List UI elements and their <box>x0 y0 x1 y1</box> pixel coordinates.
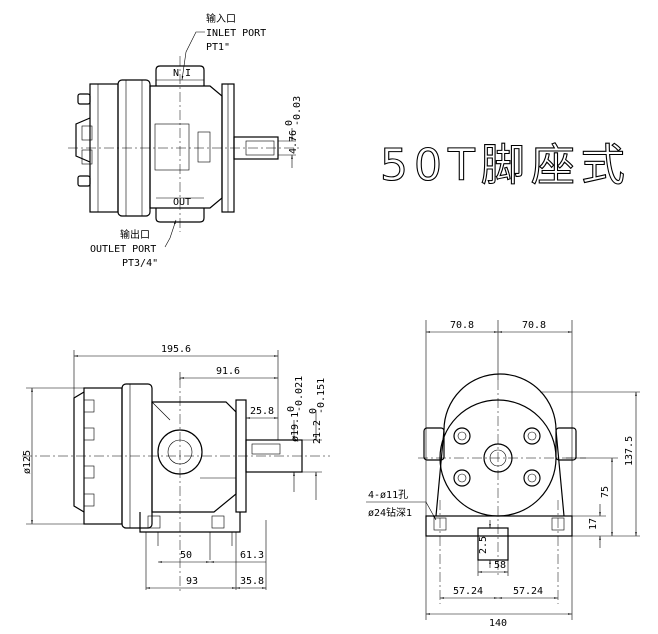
inlet-mark: N I <box>173 68 191 79</box>
dim-base-width: 140 <box>489 618 507 629</box>
dim-slot-width: 58 <box>494 560 506 571</box>
key-tol-up: 0 <box>284 120 295 126</box>
hole-note-1: 4-ø11孔 <box>368 489 408 501</box>
outlet-size: PT3/4" <box>122 258 158 269</box>
inlet-label-en: INLET PORT <box>206 28 266 39</box>
inlet-label-cn: 输入口 <box>206 12 236 25</box>
drawing-title: 50T脚座式 <box>380 140 631 191</box>
dim-shaft-length: 25.8 <box>250 406 274 417</box>
dim-half-right: 70.8 <box>522 320 546 331</box>
key-height-tol-dn: -0.151 <box>316 378 327 414</box>
dim-base-c: 93 <box>186 576 198 587</box>
dim-to-flange: 91.6 <box>216 366 240 377</box>
dim-overall-length: 195.6 <box>161 344 191 355</box>
inlet-size: PT1" <box>206 42 230 53</box>
shaft-tol-up: 0 <box>286 406 297 412</box>
dim-center-height: 137.5 <box>624 436 635 466</box>
dim-slot-a: 2.5 <box>478 536 489 554</box>
dim-key-height: 21.2 <box>312 420 323 444</box>
shaft-tol-dn: -0.021 <box>294 376 305 412</box>
dim-mount-height: 75 <box>600 486 611 498</box>
dim-body-dia: ø125 <box>22 450 33 474</box>
hole-note-2: ø24钻深1 <box>368 506 412 519</box>
key-height-tol-up: 0 <box>308 408 319 414</box>
dim-shaft-dia: ø19.1 <box>290 412 301 442</box>
dim-half-left: 70.8 <box>450 320 474 331</box>
dim-base-a: 50 <box>180 550 192 561</box>
dim-half-base-left: 57.24 <box>453 586 483 597</box>
dim-foot-thickness: 17 <box>588 518 599 530</box>
top-view <box>68 31 300 248</box>
key-tol-dn: -0.03 <box>292 96 303 126</box>
front-view <box>366 320 640 620</box>
dim-half-base-right: 57.24 <box>513 586 543 597</box>
outlet-label-en: OUTLET PORT <box>90 244 156 255</box>
dim-base-b: 61.3 <box>240 550 264 561</box>
outlet-label-cn: 输出口 <box>120 228 150 241</box>
outlet-mark: OUT <box>173 197 191 208</box>
key-width-dim: 4.76 <box>288 130 299 154</box>
dim-base-d: 35.8 <box>240 576 264 587</box>
side-view <box>22 350 330 592</box>
